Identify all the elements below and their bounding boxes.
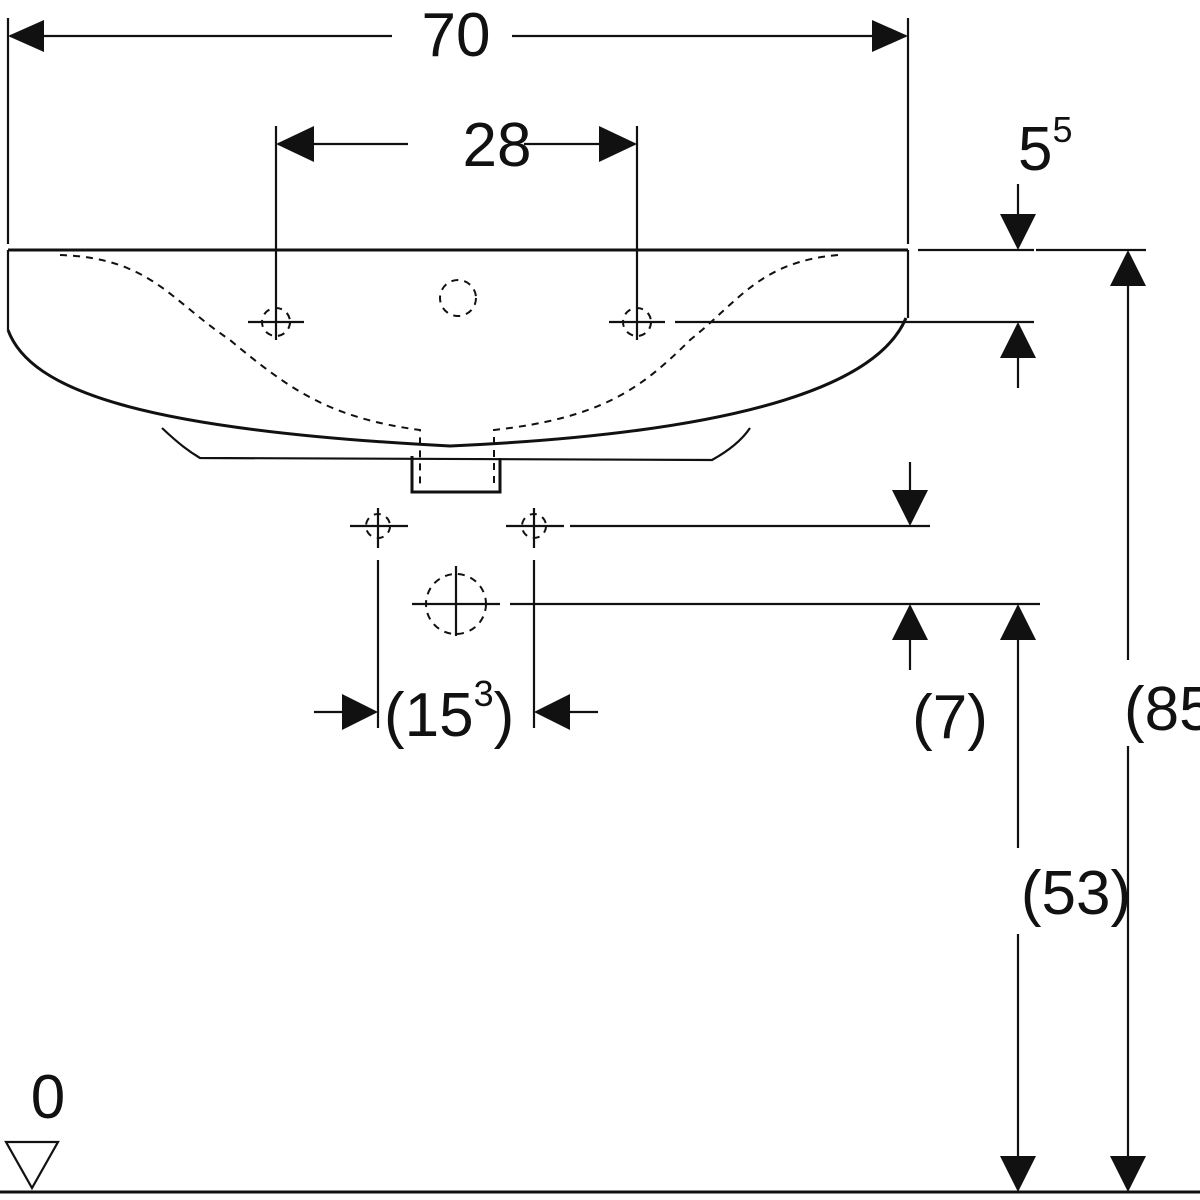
label-drain-height: (53) (1021, 859, 1131, 928)
dimension-rim-to-tap-holes: 55 (675, 109, 1073, 388)
dimension-tap-hole-spacing: 28 (274, 111, 639, 300)
svg-text:(153): (153) (384, 673, 514, 750)
label-rim-to-tap-holes-sup: 5 (1052, 109, 1072, 150)
supply-connection-left (350, 508, 408, 548)
dimension-supply-spacing: (153) (314, 560, 598, 750)
tap-hole-right (609, 300, 665, 340)
svg-text:55: 55 (1018, 109, 1073, 184)
label-floor-level: 0 (31, 1063, 65, 1132)
floor-level-marker: 0 (0, 1063, 1200, 1194)
label-supply-spacing: (15 (384, 681, 474, 750)
label-rim-height: (85) (1124, 675, 1200, 744)
dimension-supply-to-drain: (7) (510, 462, 1040, 752)
label-rim-to-tap-holes: 5 (1018, 115, 1052, 184)
basin-outline (6, 248, 910, 494)
label-tap-hole-spacing: 28 (463, 111, 532, 180)
label-supply-spacing-sup: 3 (474, 673, 494, 714)
label-supply-to-drain: (7) (912, 683, 988, 752)
dimension-drain-height: (53) (1000, 604, 1131, 1192)
dimension-rim-height: (85) (1036, 248, 1200, 1192)
label-supply-spacing-close: ) (494, 681, 515, 750)
tap-hole-left (248, 300, 304, 340)
label-overall-width: 70 (422, 1, 491, 70)
supply-connection-right (506, 508, 564, 548)
dimension-overall-width: 70 (6, 1, 910, 244)
drain-connection (412, 566, 500, 636)
